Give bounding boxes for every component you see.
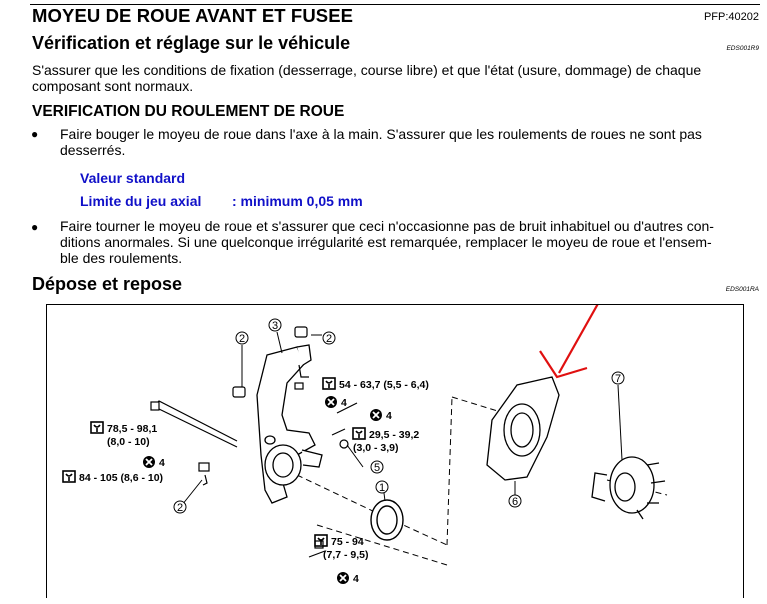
intro-line-1: S'assurer que les conditions de fixation…	[32, 62, 702, 78]
torque-annotations: 54 - 63,7 (5,5 - 6,4) 4 4 78,5 - 98,1 (8…	[62, 377, 429, 585]
callout-leaders	[181, 331, 623, 506]
torque-upper: 54 - 63,7 (5,5 - 6,4)	[339, 379, 429, 391]
section-code-removal: EDS001RA	[725, 286, 759, 293]
torque-mid-line1: 29,5 - 39,2	[369, 429, 419, 441]
callout-5: 5	[370, 460, 384, 474]
exploded-diagram-frame: 2 3 2 7 5 1 6 2 54 - 63,7 (5,5 - 6,4) 4 …	[46, 260, 744, 598]
intro-line-2: composant sont normaux.	[32, 78, 194, 94]
callout-6: 6	[508, 494, 522, 508]
callouts: 2 3 2 7 5 1 6 2	[173, 318, 625, 514]
torque-wrench-icon	[322, 377, 336, 390]
callout-7: 7	[611, 371, 625, 385]
do-not-reuse-icon	[142, 455, 156, 469]
svg-text:1: 1	[379, 482, 385, 494]
bullet-2-line-1: Faire tourner le moyeu de roue et s'assu…	[60, 218, 714, 234]
bullet-2-line-3: ble des roulements.	[60, 250, 183, 266]
axial-play-limit-value: : minimum 0,05 mm	[232, 193, 363, 209]
torque-bottom-line1: 75 - 94	[331, 536, 364, 548]
svg-text:2: 2	[326, 333, 332, 345]
callout-2-left: 2	[173, 500, 187, 514]
axial-play-limit-label: Limite du jeu axial	[80, 193, 202, 209]
torque-wrench-icon	[62, 470, 76, 483]
callout-4-upper: 4	[341, 397, 347, 409]
section-title-removal: Dépose et repose	[32, 274, 183, 294]
callout-2-top-right: 2	[322, 331, 336, 345]
torque-lower-left: 84 - 105 (8,6 - 10)	[79, 472, 163, 484]
part-code: PFP:40202	[703, 11, 759, 23]
svg-text:2: 2	[239, 333, 245, 345]
bullet-dot-1: ●	[31, 127, 39, 141]
callout-4-left: 4	[159, 457, 165, 469]
bullet-dot-2: ●	[31, 220, 39, 234]
torque-wrench-icon	[352, 427, 366, 440]
seal-part	[370, 499, 404, 541]
bullet-1-line-1: Faire bouger le moyeu de roue dans l'axe…	[60, 126, 702, 142]
svg-text:5: 5	[374, 462, 380, 474]
top-rule	[30, 4, 760, 5]
callout-4-bottom: 4	[353, 573, 359, 585]
subsection-title: VERIFICATION DU ROULEMENT DE ROUE	[32, 103, 345, 120]
bushing-parts	[232, 326, 309, 398]
bolts-and-nuts	[150, 382, 358, 558]
torque-bolt-line2: (8,0 - 10)	[107, 436, 150, 448]
torque-wrench-icon	[90, 421, 104, 434]
svg-text:2: 2	[177, 502, 183, 514]
section-code-check: EDS001R9	[726, 45, 759, 52]
standard-value-label: Valeur standard	[80, 170, 186, 186]
svg-text:3: 3	[272, 320, 278, 332]
callout-2-top-left: 2	[235, 331, 249, 345]
torque-bolt-line1: 78,5 - 98,1	[107, 423, 157, 435]
page-title: MOYEU DE ROUE AVANT ET FUSEE	[32, 5, 354, 26]
callout-1: 1	[375, 480, 389, 494]
svg-text:7: 7	[615, 373, 621, 385]
bullet-1-line-2: desserrés.	[60, 142, 126, 158]
exploded-diagram: 2 3 2 7 5 1 6 2 54 - 63,7 (5,5 - 6,4) 4 …	[62, 260, 668, 585]
callout-3: 3	[268, 318, 282, 332]
baffle-plate	[486, 376, 560, 481]
torque-bottom-line2: (7,7 - 9,5)	[323, 549, 369, 561]
do-not-reuse-icon	[336, 571, 350, 585]
svg-text:6: 6	[512, 496, 518, 508]
bullet-2-line-2: ditions anormales. Si une quelconque irr…	[60, 234, 712, 250]
wheel-hub-assembly	[591, 456, 666, 520]
callout-4-mid: 4	[386, 410, 392, 422]
do-not-reuse-icon	[324, 395, 338, 409]
torque-mid-line2: (3,0 - 3,9)	[353, 442, 399, 454]
do-not-reuse-icon	[369, 408, 383, 422]
section-title-check: Vérification et réglage sur le véhicule	[32, 33, 351, 53]
red-annotation-arrow	[539, 260, 623, 379]
steering-knuckle	[256, 344, 323, 504]
